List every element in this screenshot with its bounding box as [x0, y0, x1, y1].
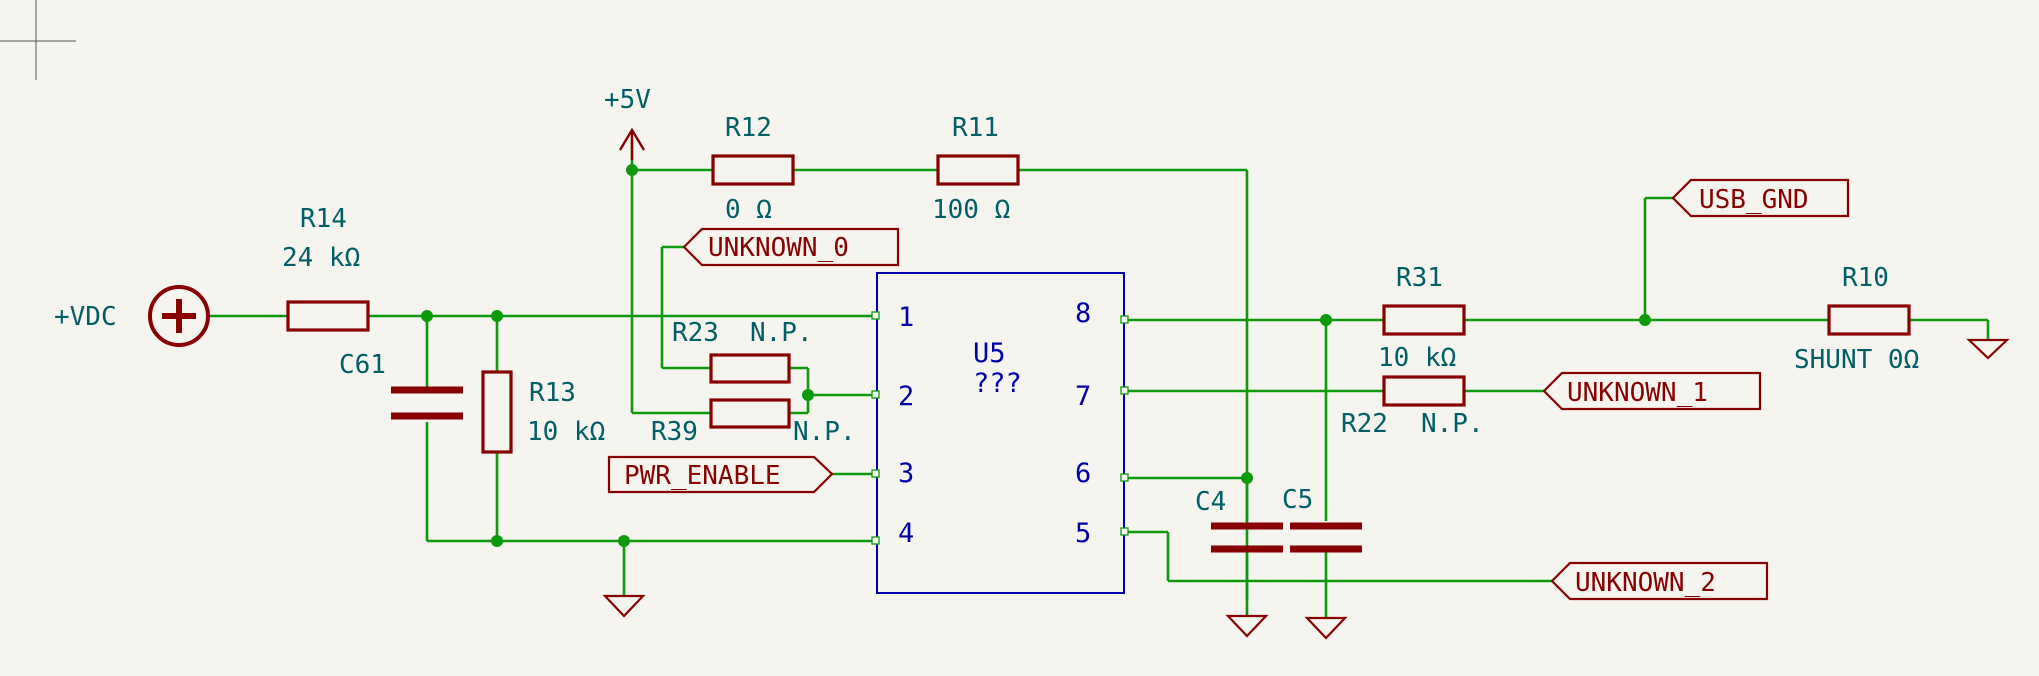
ic-pin-7[interactable]: [1120, 386, 1129, 395]
origin-cross-icon: [0, 0, 76, 80]
resistor-r31[interactable]: R31 10 kΩ: [1378, 263, 1466, 373]
r13-value: 10 kΩ: [527, 417, 605, 447]
u5-ref: U5: [973, 338, 1006, 369]
pin-number: 8: [1075, 298, 1091, 329]
junction-dot: [1639, 314, 1651, 326]
v5-label: +5V: [604, 85, 651, 115]
ic-pin-8[interactable]: [1120, 315, 1129, 324]
r10-ref: R10: [1842, 263, 1889, 293]
capacitor-c61[interactable]: C61: [339, 350, 463, 420]
net-label-unknown-0[interactable]: UNKNOWN_0: [682, 227, 900, 267]
ic-pin-3[interactable]: [871, 469, 880, 478]
ic-pin-2[interactable]: [871, 390, 880, 399]
junction-dot: [491, 535, 503, 547]
svg-text:PWR_ENABLE: PWR_ENABLE: [624, 461, 781, 491]
wires: [210, 140, 1990, 618]
r10-value: SHUNT 0Ω: [1794, 345, 1919, 375]
r31-value: 10 kΩ: [1378, 343, 1456, 373]
resistor-r23[interactable]: R23 N.P.: [672, 318, 813, 384]
resistor-r11[interactable]: R11 100 Ω: [932, 113, 1020, 225]
capacitor-c4[interactable]: C4: [1195, 487, 1283, 553]
r11-value: 100 Ω: [932, 195, 1010, 225]
junction-dot: [1320, 314, 1332, 326]
ground-symbol: [1966, 338, 2010, 360]
r23-ref: R23: [672, 318, 719, 348]
junction-dot: [1241, 472, 1253, 484]
r23-value: N.P.: [750, 318, 813, 348]
ic-u5[interactable]: U5 ??? 1 2 3 4 5 6 7 8: [871, 272, 1129, 594]
pin-number: 4: [898, 518, 914, 549]
junction-dot: [802, 389, 814, 401]
r39-ref: R39: [651, 417, 698, 447]
resistor-r12[interactable]: R12 0 Ω: [711, 113, 795, 225]
resistor-r39[interactable]: R39 N.P.: [651, 398, 856, 447]
c4-ref: C4: [1195, 487, 1226, 517]
net-label-unknown-1[interactable]: UNKNOWN_1: [1542, 371, 1762, 411]
ic-pin-1[interactable]: [871, 311, 880, 320]
r14-ref: R14: [300, 204, 347, 234]
pin-number: 5: [1075, 518, 1091, 549]
resistor-r22[interactable]: R22 N.P.: [1341, 375, 1484, 439]
r22-ref: R22: [1341, 409, 1388, 439]
r39-value: N.P.: [793, 417, 856, 447]
r12-ref: R12: [725, 113, 772, 143]
ground-symbol: [1225, 614, 1269, 638]
svg-text:USB_GND: USB_GND: [1699, 185, 1809, 215]
junction-dot: [626, 164, 638, 176]
svg-text:UNKNOWN_0: UNKNOWN_0: [708, 233, 849, 263]
pin-number: 2: [898, 381, 914, 412]
c61-ref: C61: [339, 350, 386, 380]
ground-symbol: [602, 594, 646, 618]
ground-symbol: [1304, 616, 1348, 640]
resistor-r13[interactable]: R13 10 kΩ: [481, 370, 605, 454]
resistor-r14[interactable]: R14 24 kΩ: [282, 204, 370, 332]
pin-number: 6: [1075, 458, 1091, 489]
v5-power-symbol[interactable]: +5V: [604, 85, 651, 160]
ic-pin-4[interactable]: [871, 536, 880, 545]
vdc-label: +VDC: [54, 302, 117, 332]
junction-dot: [618, 535, 630, 547]
vdc-power-symbol[interactable]: +VDC: [54, 285, 210, 347]
u5-value: ???: [973, 368, 1022, 399]
r31-ref: R31: [1396, 263, 1443, 293]
svg-text:UNKNOWN_2: UNKNOWN_2: [1575, 568, 1716, 598]
pin-number: 3: [898, 458, 914, 489]
r22-value: N.P.: [1421, 409, 1484, 439]
svg-text:UNKNOWN_1: UNKNOWN_1: [1567, 378, 1708, 408]
net-label-pwr-enable[interactable]: PWR_ENABLE: [607, 455, 834, 494]
c5-ref: C5: [1282, 485, 1313, 515]
ic-pin-6[interactable]: [1120, 473, 1129, 482]
pin-number: 7: [1075, 381, 1091, 412]
junction-dot: [421, 310, 433, 322]
ic-pin-5[interactable]: [1120, 527, 1129, 536]
capacitor-c5[interactable]: C5: [1282, 485, 1362, 553]
r11-ref: R11: [952, 113, 999, 143]
net-label-unknown-2[interactable]: UNKNOWN_2: [1550, 561, 1769, 601]
junction-dot: [491, 310, 503, 322]
resistor-r10[interactable]: R10 SHUNT 0Ω: [1794, 263, 1919, 375]
junctions: [421, 164, 1651, 547]
r12-value: 0 Ω: [725, 195, 772, 225]
r14-value: 24 kΩ: [282, 243, 360, 273]
r13-ref: R13: [529, 378, 576, 408]
net-label-usb-gnd[interactable]: USB_GND: [1671, 178, 1850, 218]
pin-number: 1: [898, 302, 914, 333]
